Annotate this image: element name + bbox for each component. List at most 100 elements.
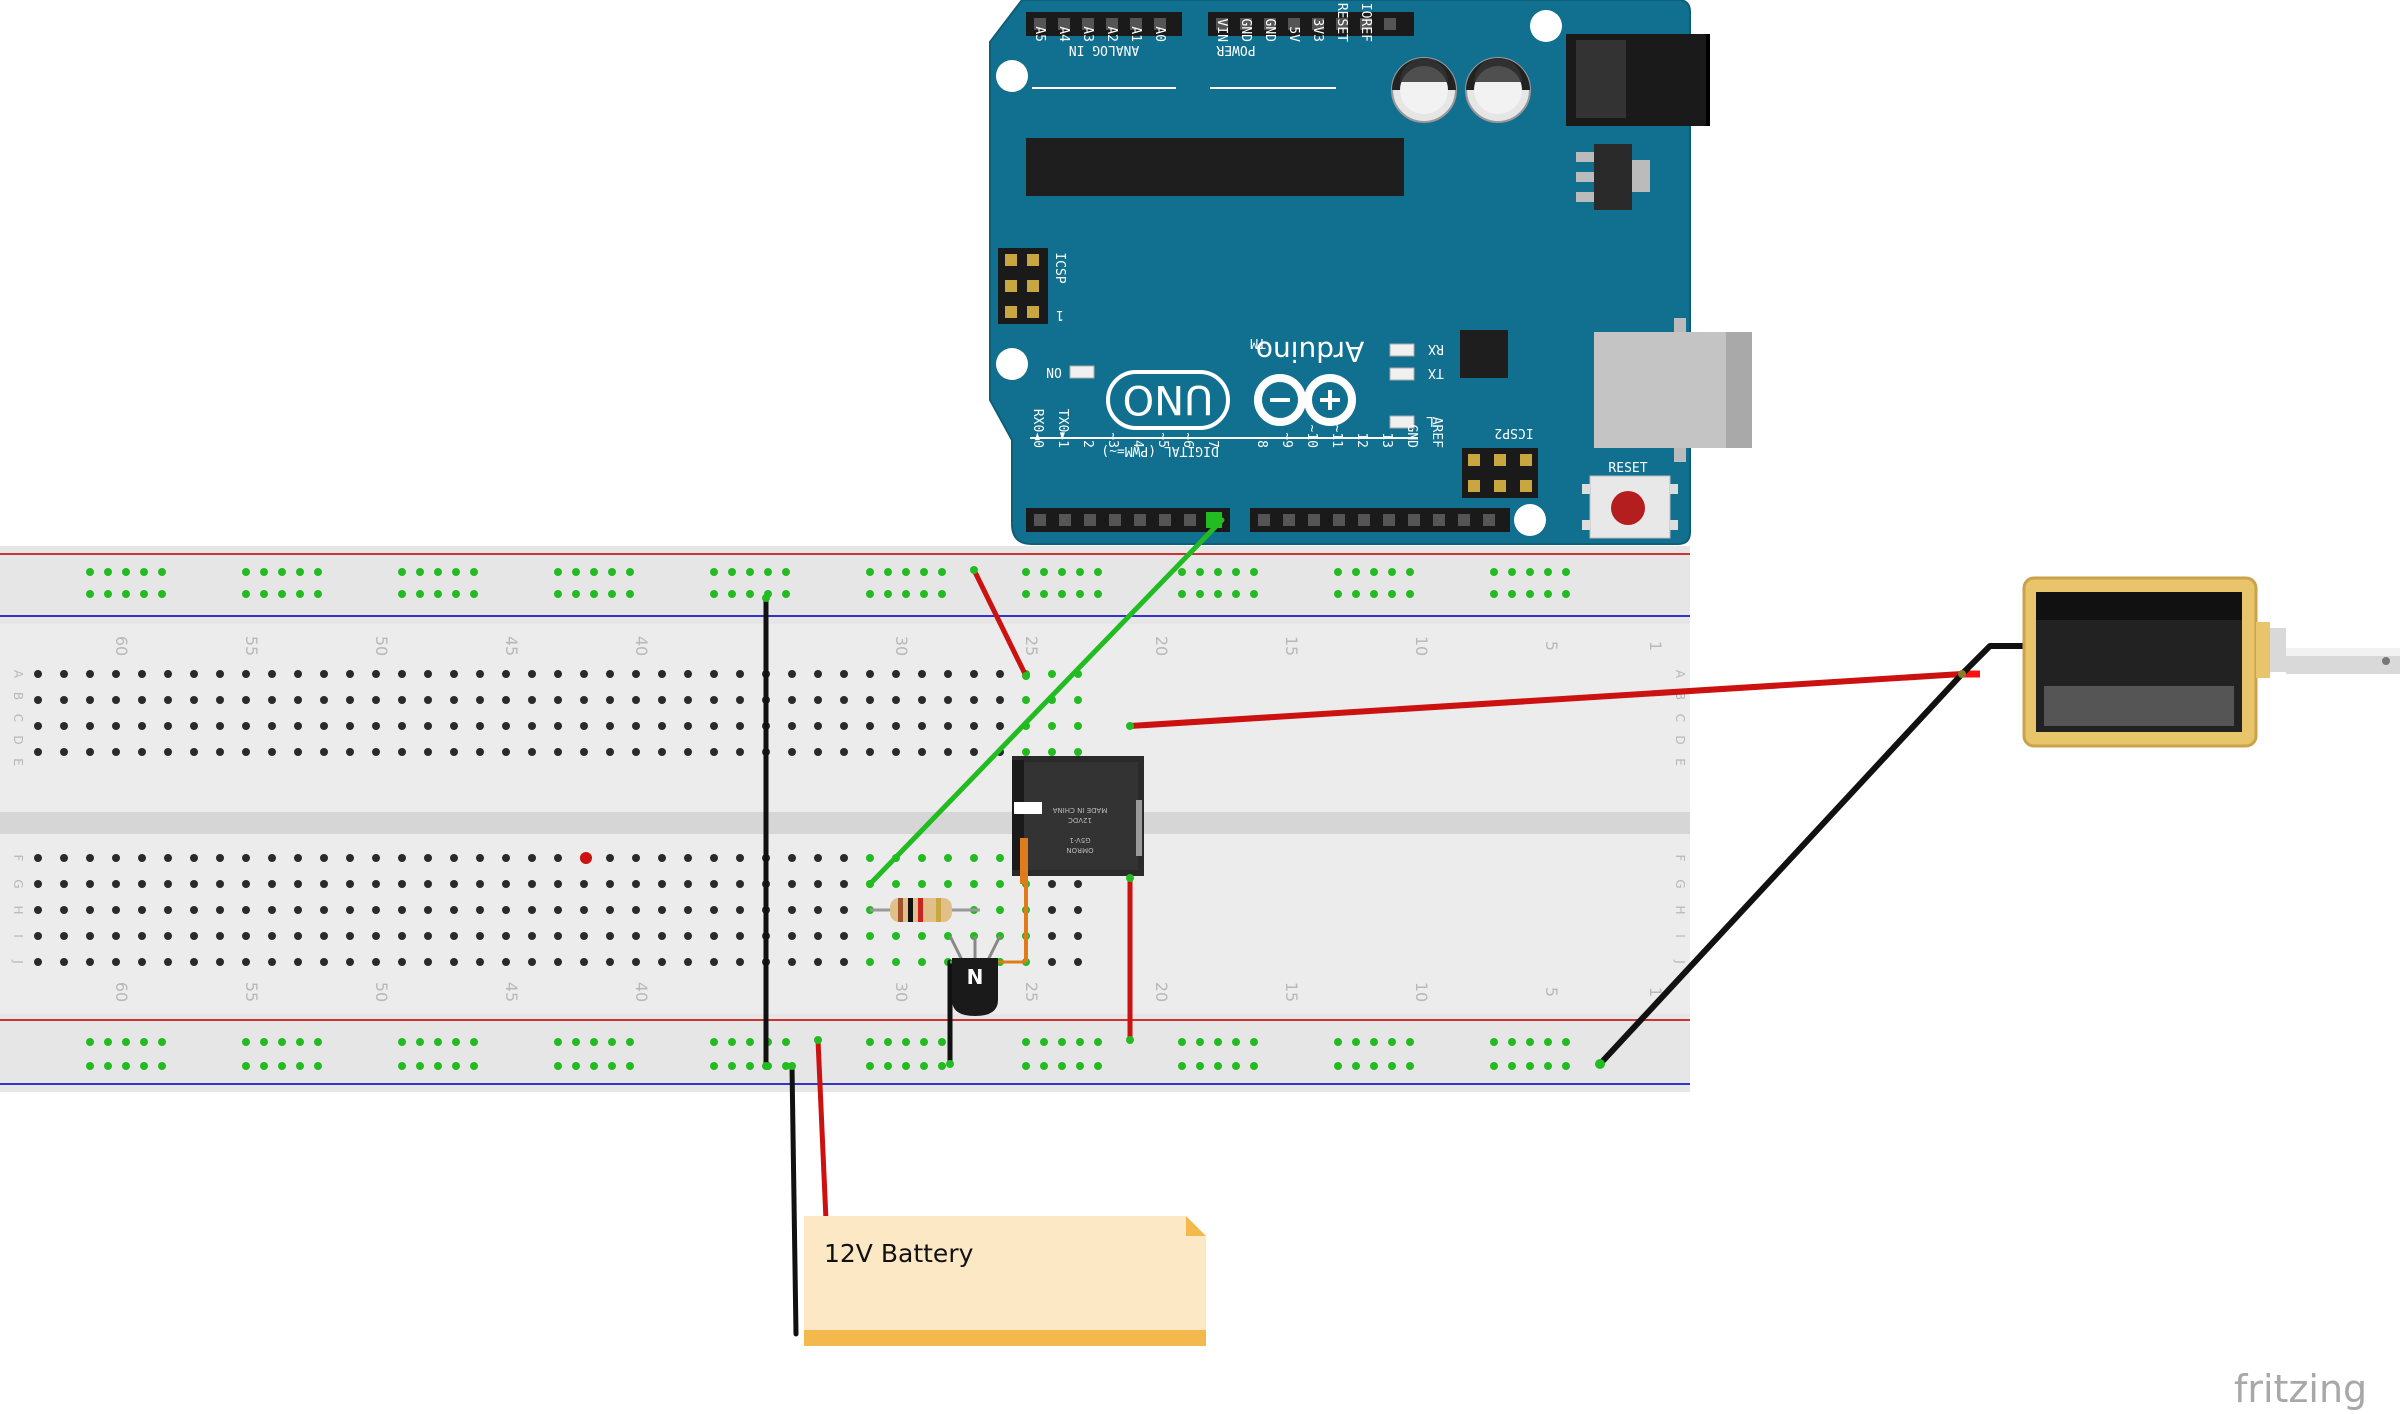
breadboard-hole[interactable] bbox=[346, 748, 354, 756]
power-rail-hole[interactable] bbox=[1508, 1038, 1516, 1046]
breadboard-hole[interactable] bbox=[86, 958, 94, 966]
breadboard-hole[interactable] bbox=[34, 958, 42, 966]
breadboard-hole[interactable] bbox=[658, 854, 666, 862]
breadboard-hole[interactable] bbox=[294, 696, 302, 704]
breadboard-hole[interactable] bbox=[190, 906, 198, 914]
breadboard-hole[interactable] bbox=[86, 854, 94, 862]
npn-transistor[interactable]: N bbox=[948, 935, 1026, 1016]
breadboard-hole[interactable] bbox=[632, 906, 640, 914]
breadboard-hole[interactable] bbox=[892, 932, 900, 940]
power-rail-hole[interactable] bbox=[728, 1038, 736, 1046]
power-rail-hole[interactable] bbox=[938, 590, 946, 598]
power-rail-hole[interactable] bbox=[1250, 590, 1258, 598]
breadboard-hole[interactable] bbox=[996, 880, 1004, 888]
power-rail-hole[interactable] bbox=[314, 1038, 322, 1046]
power-rail-hole[interactable] bbox=[1196, 1038, 1204, 1046]
breadboard-hole[interactable] bbox=[138, 854, 146, 862]
reset-button[interactable] bbox=[1582, 475, 1678, 539]
power-rail-hole[interactable] bbox=[1490, 1062, 1498, 1070]
breadboard-hole[interactable] bbox=[788, 748, 796, 756]
power-rail-hole[interactable] bbox=[1094, 1062, 1102, 1070]
breadboard-hole[interactable] bbox=[528, 670, 536, 678]
breadboard-hole[interactable] bbox=[632, 696, 640, 704]
power-rail-hole[interactable] bbox=[140, 1038, 148, 1046]
breadboard-hole[interactable] bbox=[1074, 958, 1082, 966]
breadboard-hole[interactable] bbox=[788, 696, 796, 704]
breadboard-hole[interactable] bbox=[710, 722, 718, 730]
breadboard-hole[interactable] bbox=[190, 932, 198, 940]
breadboard-hole[interactable] bbox=[450, 880, 458, 888]
breadboard-hole[interactable] bbox=[216, 696, 224, 704]
breadboard-hole[interactable] bbox=[918, 932, 926, 940]
breadboard-hole[interactable] bbox=[606, 854, 614, 862]
breadboard-hole[interactable] bbox=[190, 696, 198, 704]
breadboard-hole[interactable] bbox=[788, 880, 796, 888]
power-rail-hole[interactable] bbox=[104, 590, 112, 598]
power-rail-hole[interactable] bbox=[158, 1062, 166, 1070]
breadboard-hole[interactable] bbox=[320, 958, 328, 966]
breadboard-hole[interactable] bbox=[424, 854, 432, 862]
digital-header-low[interactable] bbox=[1026, 508, 1230, 532]
power-rail-hole[interactable] bbox=[1214, 1038, 1222, 1046]
breadboard-hole[interactable] bbox=[736, 670, 744, 678]
breadboard-hole[interactable] bbox=[424, 748, 432, 756]
power-rail-hole[interactable] bbox=[1406, 1038, 1414, 1046]
breadboard-hole[interactable] bbox=[242, 722, 250, 730]
breadboard-hole[interactable] bbox=[658, 670, 666, 678]
breadboard-hole[interactable] bbox=[398, 696, 406, 704]
breadboard-hole[interactable] bbox=[658, 696, 666, 704]
relay[interactable]: OMRON G5V-1 12VDC MADE IN CHINA bbox=[1012, 756, 1144, 884]
breadboard-hole[interactable] bbox=[944, 748, 952, 756]
breadboard-hole[interactable] bbox=[294, 906, 302, 914]
power-rail-hole[interactable] bbox=[104, 1038, 112, 1046]
breadboard-hole[interactable] bbox=[476, 854, 484, 862]
breadboard-hole[interactable] bbox=[840, 932, 848, 940]
breadboard-hole[interactable] bbox=[86, 906, 94, 914]
breadboard-hole[interactable] bbox=[632, 958, 640, 966]
breadboard-hole[interactable] bbox=[242, 854, 250, 862]
breadboard-hole[interactable] bbox=[580, 722, 588, 730]
battery-positive-wire[interactable] bbox=[815, 1037, 829, 1223]
power-rail-hole[interactable] bbox=[554, 1062, 562, 1070]
breadboard-hole[interactable] bbox=[86, 880, 94, 888]
power-rail-hole[interactable] bbox=[314, 590, 322, 598]
power-rail-hole[interactable] bbox=[1334, 1062, 1342, 1070]
breadboard-hole[interactable] bbox=[398, 906, 406, 914]
breadboard-hole[interactable] bbox=[320, 696, 328, 704]
breadboard-hole[interactable] bbox=[60, 670, 68, 678]
power-rail-hole[interactable] bbox=[296, 1038, 304, 1046]
breadboard-hole[interactable] bbox=[372, 906, 380, 914]
power-rail-hole[interactable] bbox=[1250, 1038, 1258, 1046]
power-rail-hole[interactable] bbox=[122, 568, 130, 576]
power-rail-hole[interactable] bbox=[1232, 1062, 1240, 1070]
breadboard-hole[interactable] bbox=[242, 932, 250, 940]
power-rail-hole[interactable] bbox=[1406, 590, 1414, 598]
breadboard-hole[interactable] bbox=[398, 854, 406, 862]
breadboard-hole[interactable] bbox=[450, 670, 458, 678]
power-rail-hole[interactable] bbox=[1526, 590, 1534, 598]
power-rail-hole[interactable] bbox=[590, 568, 598, 576]
power-rail-hole[interactable] bbox=[452, 568, 460, 576]
power-jumper-wire[interactable] bbox=[971, 567, 1029, 679]
breadboard-hole[interactable] bbox=[710, 880, 718, 888]
breadboard-hole[interactable] bbox=[684, 696, 692, 704]
icsp-header[interactable] bbox=[998, 248, 1048, 324]
breadboard-hole[interactable] bbox=[164, 670, 172, 678]
breadboard-hole[interactable] bbox=[736, 958, 744, 966]
breadboard-hole[interactable] bbox=[242, 748, 250, 756]
breadboard-hole[interactable] bbox=[346, 880, 354, 888]
power-rail-hole[interactable] bbox=[434, 590, 442, 598]
power-rail-hole[interactable] bbox=[1058, 568, 1066, 576]
breadboard-hole[interactable] bbox=[1074, 880, 1082, 888]
breadboard-hole[interactable] bbox=[580, 696, 588, 704]
resistor[interactable] bbox=[870, 898, 980, 922]
dc-power-jack[interactable] bbox=[1566, 34, 1710, 126]
breadboard-hole[interactable] bbox=[216, 958, 224, 966]
breadboard-hole[interactable] bbox=[372, 722, 380, 730]
power-rail-hole[interactable] bbox=[242, 568, 250, 576]
breadboard-hole[interactable] bbox=[1048, 748, 1056, 756]
breadboard-hole[interactable] bbox=[736, 906, 744, 914]
power-rail-hole[interactable] bbox=[710, 1038, 718, 1046]
power-rail-hole[interactable] bbox=[1196, 568, 1204, 576]
power-rail-hole[interactable] bbox=[158, 590, 166, 598]
